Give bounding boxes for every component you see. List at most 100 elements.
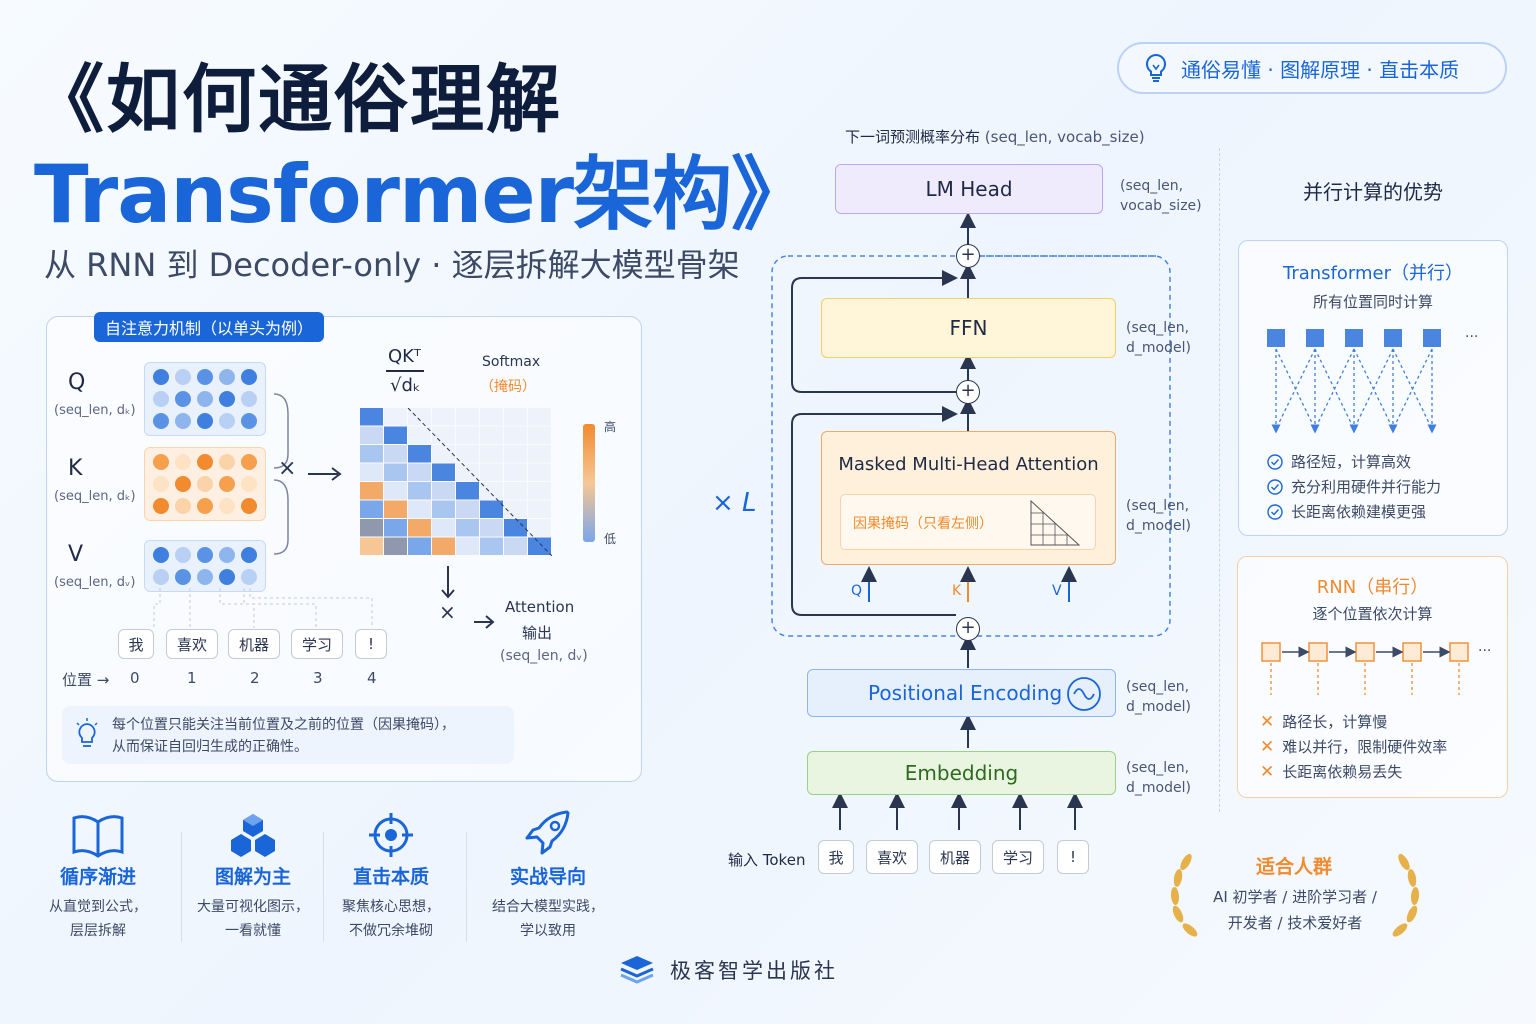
- matrix-cell: [175, 369, 191, 385]
- matrix-cell: [197, 476, 213, 492]
- check-circle-icon: [1267, 453, 1283, 470]
- heatmap-cell: [528, 500, 551, 518]
- heatmap-cell: [528, 482, 551, 500]
- feature-divider: [181, 832, 182, 942]
- matrix-cell: [197, 498, 213, 514]
- scale-low-label: 低: [604, 532, 617, 546]
- lightbulb-icon: [76, 718, 98, 747]
- matrix-cell: [175, 569, 191, 585]
- residual-add-bottom: +: [956, 617, 980, 641]
- position-3: 3: [313, 669, 323, 687]
- dim-line: (seq_len,: [1120, 178, 1184, 194]
- heatmap-cell: [408, 500, 431, 518]
- feature-desc: 一看就懂: [225, 923, 281, 939]
- mha-title: Masked Multi-Head Attention: [838, 454, 1099, 475]
- heatmap-cell: [456, 463, 479, 481]
- matrix-cell: [219, 369, 235, 385]
- heatmap-cell: [480, 463, 503, 481]
- feature-desc: 结合大模型实践，: [492, 899, 604, 915]
- causal-mask-label: 因果掩码（只看左侧）: [853, 516, 993, 532]
- output-label-text: 下一词预测概率分布: [845, 128, 981, 146]
- feature-title: 直击本质: [352, 866, 429, 888]
- matrix-cell: [197, 454, 213, 470]
- heatmap-cell: [456, 537, 479, 555]
- feature-desc: 学以致用: [520, 923, 576, 939]
- heatmap-cell: [384, 482, 407, 500]
- matrix-cell: [153, 569, 169, 585]
- attn-token-4: !: [355, 629, 387, 659]
- heatmap-cell: [456, 426, 479, 444]
- heatmap-cell: [480, 482, 503, 500]
- heatmap-cell: [408, 445, 431, 463]
- matrix-cell: [219, 454, 235, 470]
- heatmap-cell: [504, 519, 527, 537]
- mask-label: （掩码）: [480, 379, 536, 395]
- dim-line: (seq_len,: [1126, 320, 1190, 336]
- section-divider: [1219, 148, 1220, 812]
- attention-output-dim: (seq_len, dᵥ): [500, 648, 588, 664]
- rnn-panel: RNN（串行） 逐个位置依次计算 ··· ✕路径长，计算慢 ✕难以并行，限制硬件…: [1237, 556, 1508, 798]
- cross-icon: ✕: [1260, 761, 1275, 782]
- heatmap-cell: [504, 426, 527, 444]
- heatmap-cell: [480, 500, 503, 518]
- mha-dim: (seq_len,d_model): [1126, 496, 1191, 536]
- heatmap-cell: [528, 426, 551, 444]
- check-circle-icon: [1267, 503, 1283, 520]
- transformer-sub: 所有位置同时计算: [1312, 293, 1433, 311]
- heatmap-cell: [360, 537, 383, 555]
- heatmap-cell: [408, 463, 431, 481]
- publisher-name: 极客智学出版社: [670, 959, 838, 983]
- color-scale-bar: [583, 424, 595, 542]
- matrix-cell: [153, 391, 169, 407]
- output-label-dim: (seq_len, vocab_size): [984, 128, 1145, 146]
- matrix-cell: [219, 391, 235, 407]
- rnn-sub: 逐个位置依次计算: [1312, 605, 1433, 623]
- cubes-icon: [231, 814, 275, 857]
- formula-fraction-bar: [386, 370, 424, 372]
- k-dim: (seq_len, dₖ): [54, 489, 136, 504]
- qk-bracket-arrow: [273, 393, 342, 555]
- matrix-cell: [175, 391, 191, 407]
- heatmap-cell: [408, 426, 431, 444]
- heatmap-cell: [408, 408, 431, 426]
- matrix-cell: [219, 476, 235, 492]
- attention-heatmap: [360, 408, 552, 556]
- v-matrix: [144, 540, 266, 592]
- wave-circle-icon: [1067, 677, 1101, 711]
- feature-divider: [323, 832, 324, 942]
- heatmap-cell: [360, 463, 383, 481]
- heatmap-cell: [360, 500, 383, 518]
- heatmap-cell: [360, 482, 383, 500]
- input-token-1: 喜欢: [866, 840, 918, 874]
- matrix-cell: [241, 369, 257, 385]
- parallel-title: 并行计算的优势: [1303, 180, 1443, 204]
- serial-diagram: [1261, 642, 1469, 695]
- q-matrix: [144, 362, 266, 436]
- softmax-label: Softmax: [482, 354, 541, 370]
- note-line2: 从而保证自回归生成的正确性。: [112, 739, 308, 755]
- heatmap-down-arrow: [441, 566, 495, 629]
- transformer-bullet: 路径短，计算高效: [1291, 453, 1412, 471]
- rnn-bullet: 难以并行，限制硬件效率: [1282, 738, 1448, 756]
- pe-label: Positional Encoding: [868, 681, 1063, 705]
- heatmap-cell: [408, 537, 431, 555]
- heatmap-cell: [384, 463, 407, 481]
- lightbulb-icon: [1145, 53, 1167, 82]
- heatmap-cell: [456, 445, 479, 463]
- feature-desc: 聚焦核心思想，: [342, 899, 440, 915]
- q-dim: (seq_len, dₖ): [54, 403, 136, 418]
- v-label: V: [68, 542, 84, 567]
- q-input-label: Q: [851, 583, 863, 599]
- input-token-0: 我: [818, 840, 854, 874]
- matrix-cell: [153, 413, 169, 429]
- heatmap-cell: [360, 519, 383, 537]
- matrix-cell: [197, 547, 213, 563]
- heatmap-cell: [456, 408, 479, 426]
- position-1: 1: [187, 669, 197, 687]
- rocket-icon: [525, 810, 570, 855]
- attn-token-1: 喜欢: [166, 629, 218, 659]
- transformer-bullets: 路径短，计算高效 充分利用硬件并行能力 长距离依赖建模更强: [1267, 449, 1441, 524]
- v-dim: (seq_len, dᵥ): [54, 575, 136, 590]
- formula-numerator: QKᵀ: [388, 346, 421, 367]
- heatmap-cell: [432, 408, 455, 426]
